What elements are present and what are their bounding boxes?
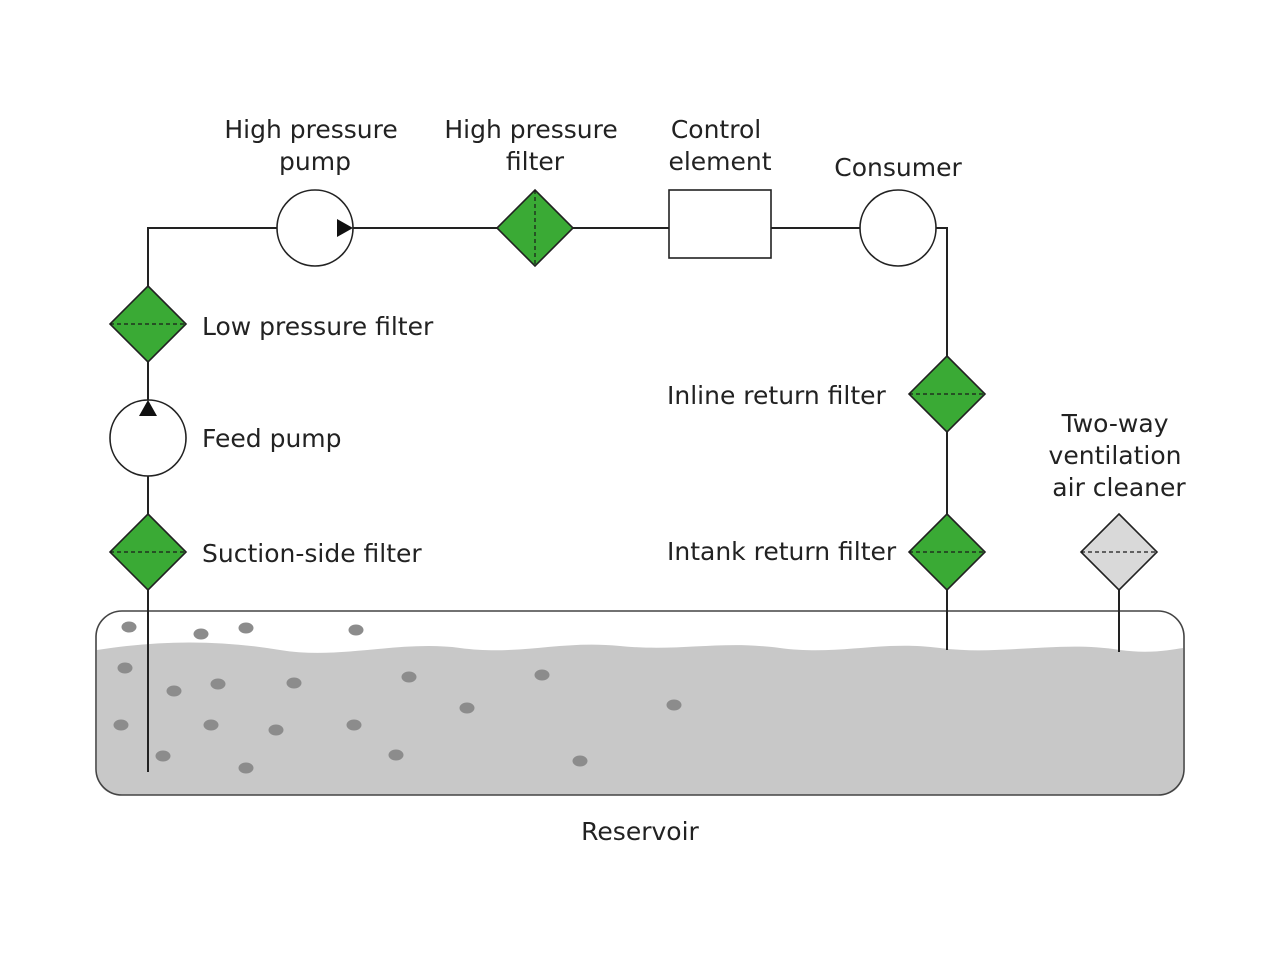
label-reservoir: Reservoir [581,817,699,846]
label-high-pressure-pump: High pressure pump [224,115,405,176]
particle [286,677,302,689]
particle [348,624,364,636]
label-ventilation-air-cleaner: Two-way ventilation air cleaner [1049,409,1190,502]
particle [401,671,417,683]
suction-side-filter [108,512,188,592]
reservoir-outline [95,610,1185,796]
particle [155,750,171,762]
return-line [936,227,948,650]
label-suction-side-filter: Suction-side filter [202,539,422,568]
high-pressure-pump [276,189,354,267]
particle [166,685,182,697]
ventilation-air-cleaner [1079,512,1159,592]
feed-pump [109,399,187,477]
particle [113,719,129,731]
particle [117,662,133,674]
high-pressure-filter [495,188,575,268]
particle [572,755,588,767]
particle [268,724,284,736]
label-high-pressure-filter: High pressure filter [444,115,625,176]
low-pressure-filter [108,284,188,364]
label-feed-pump: Feed pump [202,424,342,453]
high-pressure-pump-arrow-icon [337,219,353,237]
particle [666,699,682,711]
particle [210,678,226,690]
label-consumer: Consumer [834,153,962,182]
label-intank-return-filter: Intank return filter [667,537,897,566]
label-inline-return-filter: Inline return filter [667,381,887,410]
control-element [668,189,772,259]
reservoir-particles [113,621,682,774]
particle [459,702,475,714]
reservoir [95,610,1185,796]
particle [238,762,254,774]
intank-return-filter [907,512,987,592]
label-control-element: Control element [668,115,771,176]
particle [238,622,254,634]
particle [121,621,137,633]
label-low-pressure-filter: Low pressure filter [202,312,434,341]
consumer [859,189,937,267]
inline-return-filter [907,354,987,434]
particle [534,669,550,681]
feed-pump-arrow-icon [139,400,157,416]
particle [346,719,362,731]
particle [193,628,209,640]
particle [388,749,404,761]
particle [203,719,219,731]
reservoir-fluid [97,642,1183,795]
